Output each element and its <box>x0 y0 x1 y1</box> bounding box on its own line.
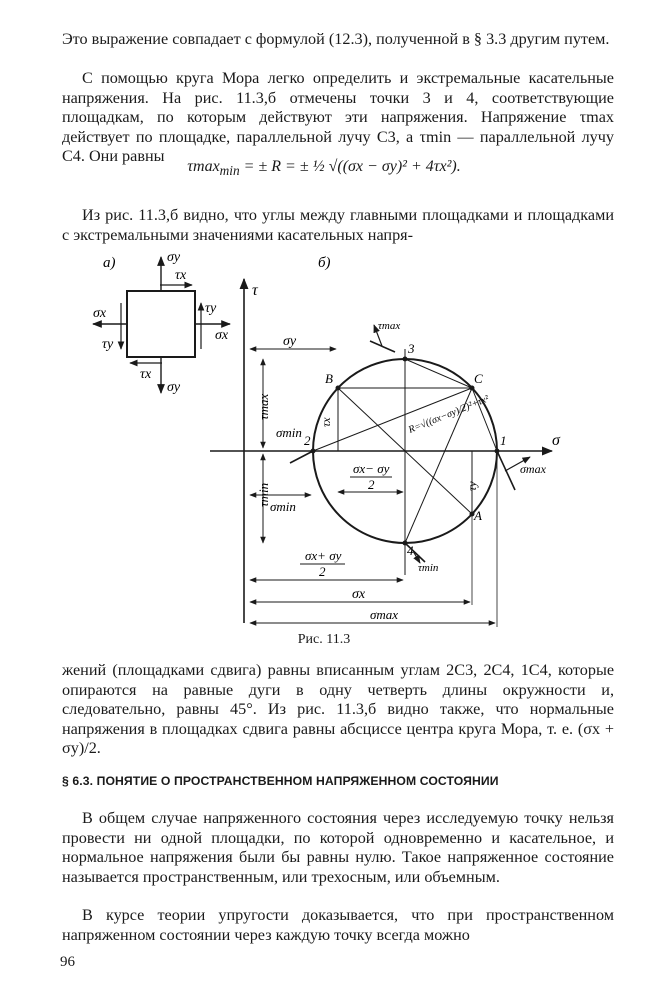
paragraph-6: В курсе теории упругости доказывается, ч… <box>62 906 614 944</box>
label-sigma-min-lower: σmin <box>270 499 296 514</box>
mohr-circle-figure: а) σy τx σx τy σx τy τx σy б) τ σ σy τma… <box>92 250 561 627</box>
label-tau-max-dim: τmax <box>256 393 271 420</box>
figure-caption: Рис. 11.3 <box>297 632 351 647</box>
point-C-marker <box>469 385 475 391</box>
label-tau-max-plane: τmax <box>378 320 400 332</box>
line-C-3 <box>404 358 473 389</box>
line-C-4 <box>404 387 473 544</box>
label-tau-y-left: τy <box>102 337 114 352</box>
label-sigma-y-top: σy <box>167 250 181 265</box>
paragraph-5: В общем случае напряженного состояния че… <box>62 809 614 886</box>
label-half-sum-num: σx+ σy <box>305 548 342 563</box>
tau-max-arrow <box>373 324 383 347</box>
point-B-marker <box>335 385 341 391</box>
point-3-marker <box>402 356 408 362</box>
label-point-C: C <box>474 371 483 386</box>
plane-tau-max <box>369 340 396 353</box>
label-sigma-x-right: σx <box>215 328 229 343</box>
line-C-1 <box>471 387 498 452</box>
label-sigma-y-dim: σy <box>283 334 297 349</box>
label-tau-y-inner: τy <box>465 481 479 491</box>
paragraph-2: С помощью круга Мора легко определить и … <box>62 69 614 166</box>
label-sigma-axis: σ <box>552 432 561 449</box>
label-tau-min-plane: τmin <box>418 562 439 574</box>
plane-4 <box>404 542 426 563</box>
point-A-marker <box>469 511 475 517</box>
label-tau-x-inner: τx <box>319 417 333 427</box>
panel-b-label: б) <box>318 255 331 271</box>
formula-lhs-sub: min <box>219 163 240 179</box>
paragraph-4: жений (площадками сдвига) равны вписанны… <box>62 661 614 758</box>
label-tau-x-bottom: τx <box>140 367 152 382</box>
label-point-B: B <box>325 371 333 386</box>
stress-element <box>126 290 196 358</box>
label-sigma-x-left: σx <box>93 306 107 321</box>
label-half-diff-num: σx− σy <box>353 461 390 476</box>
diameter-BA <box>337 387 473 515</box>
label-radius: R=√((σx−σy)/2)²+τx² <box>406 393 491 436</box>
paragraph-1: Это выражение совпадает с формулой (12.3… <box>62 30 610 48</box>
tau-min-arrow <box>412 550 421 564</box>
paragraph-3: Из рис. 11.3,б видно, что углы между гла… <box>62 206 614 244</box>
label-point-1: 1 <box>500 433 507 448</box>
label-tau-axis: τ <box>252 282 259 299</box>
label-sigma-max-dim: σmax <box>370 607 398 622</box>
formula-rhs: = ± R = ± ½ √((σx − σy)² + 4τx²). <box>243 158 461 175</box>
label-half-sum-den: 2 <box>319 564 326 579</box>
sigma-max-arrow <box>504 456 531 472</box>
formula-tau-extreme: τmaxmin = ± R = ± ½ √((σx − σy)² + 4τx²)… <box>0 158 648 179</box>
section-heading: § 6.3. ПОНЯТИЕ О ПРОСТРАНСТВЕННОМ НАПРЯЖ… <box>62 774 499 788</box>
label-tau-x-top: τx <box>175 268 187 283</box>
label-sigma-y-bottom: σy <box>167 380 181 395</box>
label-point-4: 4 <box>407 543 414 558</box>
label-sigma-x-dim: σx <box>352 587 366 602</box>
page-number: 96 <box>60 954 75 970</box>
label-point-2: 2 <box>304 433 311 448</box>
formula-lhs: τmax <box>187 158 220 175</box>
label-sigma-min-upper: σmin <box>276 425 302 440</box>
label-point-A: A <box>473 508 482 523</box>
label-tau-y-right: τy <box>205 301 217 316</box>
panel-a-label: а) <box>103 255 116 271</box>
label-sigma-max-plane: σmax <box>520 462 547 476</box>
label-point-3: 3 <box>407 341 415 356</box>
plane-2 <box>289 450 314 464</box>
line-C-2 <box>312 387 473 452</box>
label-half-diff-den: 2 <box>368 477 375 492</box>
